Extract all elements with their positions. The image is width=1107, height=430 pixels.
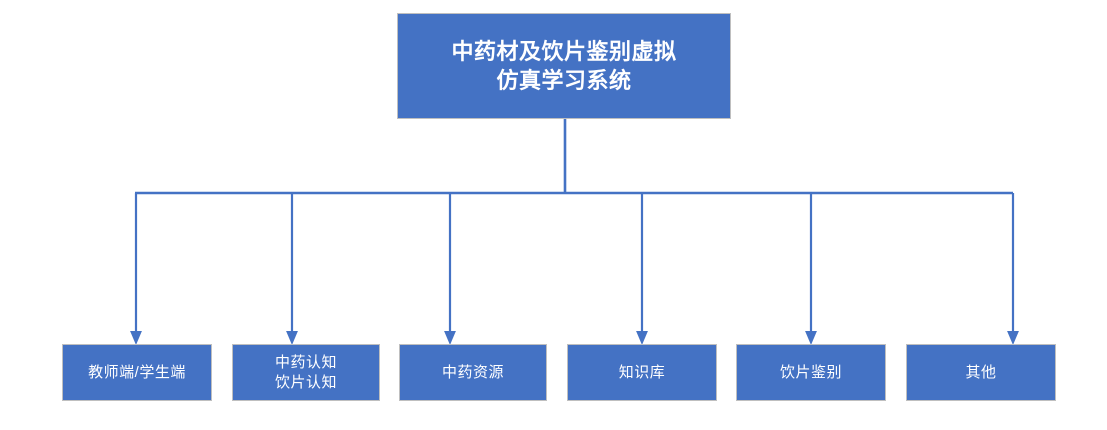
- node-root-label: 中药材及饮片鉴别虚拟 仿真学习系统: [433, 37, 694, 95]
- node-child-herb-resources[interactable]: 中药资源: [399, 344, 547, 401]
- node-child-2-label-line1: 中药认知: [274, 353, 337, 371]
- node-child-herb-slice-cognition[interactable]: 中药认知 饮片认知: [232, 344, 380, 401]
- node-child-2-label: 中药认知 饮片认知: [269, 353, 343, 393]
- node-child-1-label: 教师端/学生端: [82, 363, 192, 383]
- node-child-3-label: 中药资源: [436, 363, 510, 383]
- node-child-2-label-line2: 饮片认知: [274, 373, 337, 391]
- node-child-5-label: 饮片鉴别: [774, 363, 848, 383]
- node-child-1-label-line1: 教师端/学生端: [88, 363, 186, 381]
- node-child-4-label-line1: 知识库: [618, 363, 666, 381]
- node-root-label-line2: 仿真学习系统: [496, 68, 632, 93]
- node-child-3-label-line1: 中药资源: [441, 363, 504, 381]
- node-root[interactable]: 中药材及饮片鉴别虚拟 仿真学习系统: [397, 13, 731, 119]
- node-root-label-line1: 中药材及饮片鉴别虚拟: [451, 38, 677, 64]
- node-child-6-label: 其他: [959, 363, 1002, 383]
- node-child-4-label: 知识库: [613, 363, 672, 383]
- node-child-5-label-line1: 饮片鉴别: [779, 363, 842, 381]
- node-child-knowledge-base[interactable]: 知识库: [567, 344, 717, 401]
- node-child-teacher-student[interactable]: 教师端/学生端: [62, 344, 212, 401]
- node-child-slice-identification[interactable]: 饮片鉴别: [736, 344, 886, 401]
- node-child-other[interactable]: 其他: [906, 344, 1056, 401]
- node-child-6-label-line1: 其他: [965, 363, 997, 381]
